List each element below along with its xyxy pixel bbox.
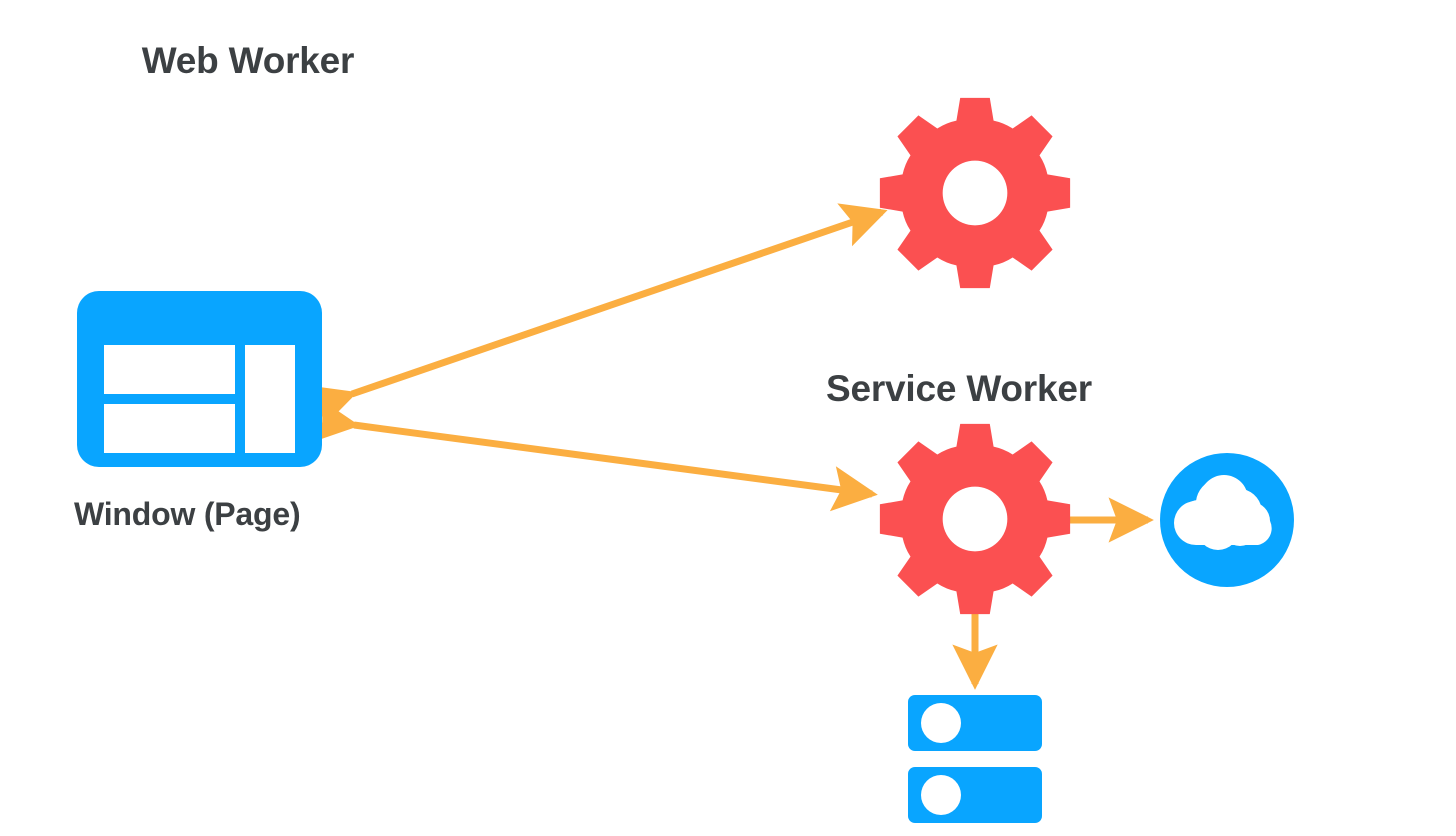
edge-window-to-service-worker bbox=[311, 397, 878, 512]
cloud-icon[interactable] bbox=[1160, 453, 1294, 587]
database-row-top bbox=[908, 695, 1042, 751]
edge-window-to-web-worker bbox=[307, 203, 888, 429]
web-worker-label: Web Worker bbox=[0, 40, 976, 82]
database-icon[interactable] bbox=[908, 695, 1042, 823]
database-row-bottom bbox=[908, 767, 1042, 823]
service-worker-label: Service Worker bbox=[826, 368, 1092, 409]
browser-window-icon[interactable] bbox=[77, 291, 322, 467]
window-page-label: Window (Page) bbox=[74, 496, 301, 532]
web-worker-label-text: Web Worker bbox=[141, 40, 355, 81]
gear-icon-service-worker[interactable] bbox=[879, 423, 1071, 615]
gear-icon-web-worker[interactable] bbox=[879, 97, 1071, 289]
